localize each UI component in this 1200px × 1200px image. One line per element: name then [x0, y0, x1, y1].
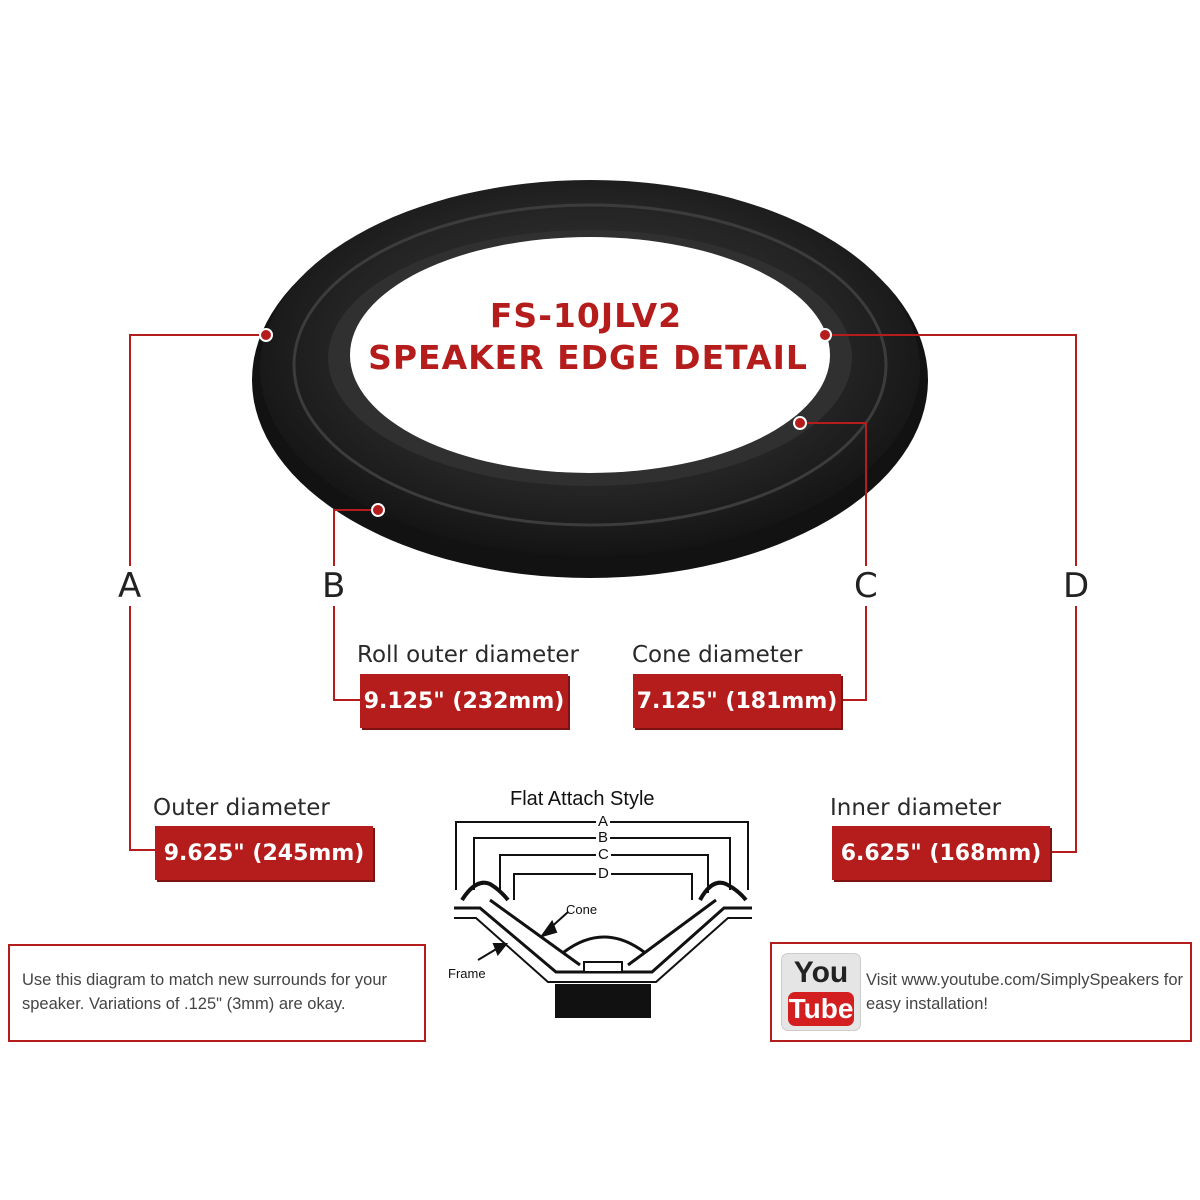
- marker-dot-a: [259, 328, 273, 342]
- pointer-arrows: [477, 911, 569, 961]
- inner-diameter-label: Inner diameter: [830, 795, 1002, 821]
- voice-coil: [583, 961, 623, 973]
- flat-letter-d: D: [596, 865, 611, 882]
- frame-arrow-line: [477, 947, 499, 961]
- flat-attach-title: Flat Attach Style: [510, 788, 655, 810]
- cone-right-line: [627, 898, 717, 967]
- dimension-letter-d: D: [1061, 566, 1092, 606]
- flat-letter-b: B: [596, 829, 611, 846]
- marker-dot-c: [793, 416, 807, 430]
- page-subtitle: SPEAKER EDGE DETAIL: [368, 338, 808, 377]
- flat-letter-c: C: [596, 846, 611, 863]
- page-title: FS-10JLV2: [489, 296, 683, 335]
- outer-diameter-label: Outer diameter: [153, 795, 330, 821]
- youtube-logo-you: You: [793, 956, 849, 989]
- right-roll: [698, 880, 748, 902]
- youtube-logo-icon: You Tube: [782, 954, 860, 1030]
- flat-letter-a: A: [596, 813, 611, 830]
- marker-dots: [259, 328, 832, 517]
- frame-arrow-head: [492, 943, 509, 956]
- speaker-surround-ring: [252, 180, 928, 578]
- leader-line-c: [800, 422, 867, 701]
- cone-diameter-label: Cone diameter: [632, 642, 803, 668]
- inner-diameter-value: 6.625" (168mm): [832, 826, 1050, 880]
- outer-diameter-value: 9.625" (245mm): [155, 826, 373, 880]
- roll-outer-diameter-value: 9.125" (232mm): [360, 674, 568, 728]
- magnet: [555, 984, 651, 1018]
- leader-line-a: [129, 334, 266, 851]
- cone-left-line: [489, 898, 581, 967]
- marker-dot-b: [371, 503, 385, 517]
- cone-diameter-value: 7.125" (181mm): [633, 674, 841, 728]
- youtube-box: You Tube Visit www.youtube.com/SimplySpe…: [770, 942, 1192, 1042]
- youtube-visit-text: Visit www.youtube.com/SimplySpeakers for…: [866, 971, 1183, 1013]
- frame-outline: [454, 917, 752, 983]
- left-roll: [460, 880, 510, 902]
- dust-cap: [563, 935, 645, 954]
- dimension-letter-c: C: [852, 566, 880, 606]
- frame-label: Frame: [448, 966, 486, 981]
- dimension-letter-b: B: [320, 566, 348, 606]
- usage-note-text: Use this diagram to match new surrounds …: [22, 971, 387, 1013]
- youtube-logo-tube: Tube: [788, 992, 854, 1026]
- cone-label: Cone: [566, 902, 598, 917]
- cone-arrow-head: [539, 919, 558, 938]
- marker-dot-d: [818, 328, 832, 342]
- dimension-letter-a: A: [116, 566, 144, 606]
- roll-outer-diameter-label: Roll outer diameter: [357, 642, 579, 668]
- usage-note-box: Use this diagram to match new surrounds …: [8, 944, 426, 1042]
